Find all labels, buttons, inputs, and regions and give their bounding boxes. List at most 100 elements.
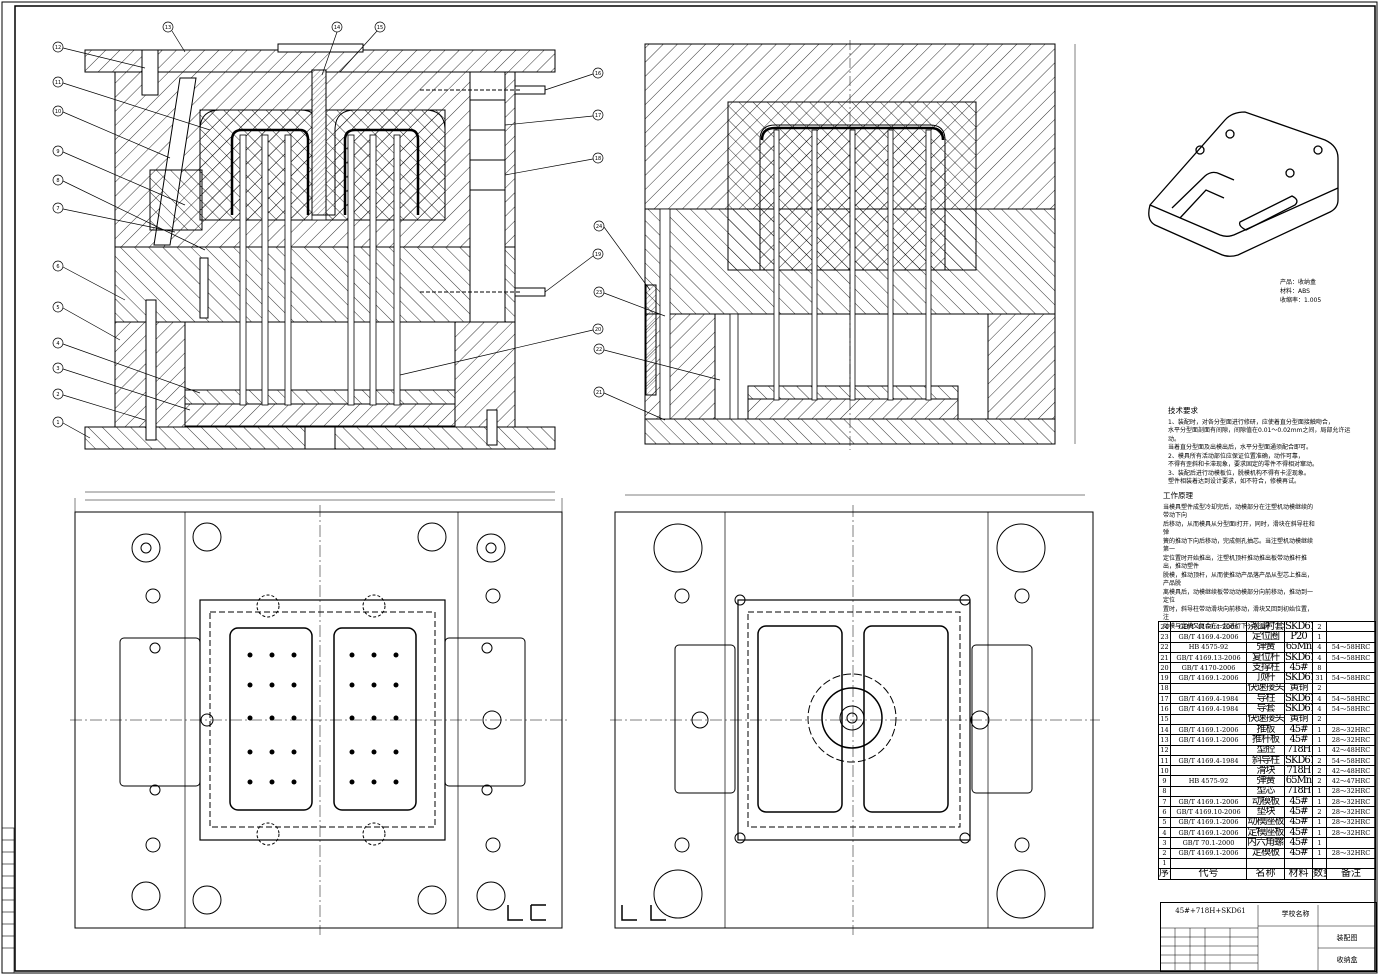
bom-row: 1 <box>1158 857 1376 870</box>
bom-material: SKD61 <box>1284 703 1313 715</box>
title-block-grid <box>1160 905 1375 970</box>
bom-code: GB/T 4170-2006 <box>1170 662 1247 674</box>
section-view-left <box>84 43 556 450</box>
balloon-4 <box>52 337 201 394</box>
balloon-number: 19 <box>595 252 601 258</box>
work-line: 当模具塑件成型冷却完后，动模部分在注塑机动模继续的带动下向 <box>1163 503 1314 520</box>
work-line: 后移动，从而模具从分型面Ⅰ打开，同时，滑块在斜导柱和弹 <box>1163 520 1315 537</box>
balloon-number: 5 <box>56 305 59 311</box>
bom-material: 45# <box>1284 847 1313 859</box>
bom-remark: 28～32HRC <box>1326 826 1376 839</box>
bom-qty: 1 <box>1312 826 1327 839</box>
bom-no: 9 <box>1158 775 1171 787</box>
balloon-23 <box>593 286 666 317</box>
bom-name: 浇口衬套 <box>1246 620 1285 633</box>
tech-line: 3、装配后进行动模板位，脱模机构不得有卡涩现象。 <box>1168 469 1310 477</box>
bom-no: 13 <box>1158 734 1171 746</box>
bom-remark: 28～32HRC <box>1326 734 1376 746</box>
bom-name: 推板 <box>1246 723 1285 736</box>
bom-remark: 54～58HRC <box>1326 703 1376 715</box>
bom-no: 22 <box>1158 641 1171 653</box>
bom-code: HB 4575-92 <box>1170 641 1247 653</box>
balloon-number: 8 <box>56 178 59 184</box>
bom-material: SKD61 <box>1284 672 1313 684</box>
tech-line: 不得有歪斜和卡滞现象，要求固定的零件不得相对窜动。 <box>1168 461 1319 468</box>
bom-code: GB/T 4169.13-2006 <box>1170 651 1247 664</box>
bom-no: 14 <box>1158 723 1171 736</box>
bom-remark: 28～32HRC <box>1326 785 1376 798</box>
bom-no: 12 <box>1158 744 1171 756</box>
bom-no: 10 <box>1158 765 1171 777</box>
bom-qty: 8 <box>1312 662 1327 674</box>
balloon-7 <box>52 202 176 233</box>
bom-qty: 31 <box>1312 672 1327 684</box>
bom-code <box>1170 765 1247 777</box>
bom-code: GB/T 4169.1-2006 <box>1170 672 1247 684</box>
bom-name: 垫块 <box>1246 806 1285 818</box>
balloon-number: 20 <box>595 327 601 333</box>
bom-remark <box>1326 631 1376 643</box>
product-info: 产品：收纳盒 材料：ABS 收缩率：1.005 <box>1280 278 1321 305</box>
bom-qty: 1 <box>1312 631 1327 643</box>
bom-remark: 54～58HRC <box>1326 651 1376 664</box>
balloon-11 <box>52 76 211 131</box>
balloon-14 <box>321 21 343 76</box>
bom-remark <box>1326 620 1376 633</box>
bom-name: 滑块 <box>1246 765 1285 777</box>
bom-no: 6 <box>1158 806 1171 818</box>
tech-heading: 技术要求 <box>1168 406 1198 415</box>
bom-remark: 54～58HRC <box>1326 672 1376 684</box>
bom-no: 4 <box>1158 826 1171 839</box>
bom-qty: 4 <box>1312 651 1327 664</box>
plan-view-right <box>610 494 1100 935</box>
balloon-6 <box>52 260 126 301</box>
tech-line: 水平分型面剖面有间隙，间隙值在0.01～0.02mm之间，局部允许运动。 <box>1168 427 1351 443</box>
bom-row: 3GB/T 70.1-2000内六角螺钉45#1 <box>1158 837 1376 849</box>
balloon-number: 7 <box>56 206 59 212</box>
bom-remark: 54～58HRC <box>1326 641 1376 653</box>
bom-name: 复位杆 <box>1246 651 1285 664</box>
balloon-number: 3 <box>56 366 59 372</box>
tech-line: 当着直分型面及出模出后，水平分型面通须配合即可。 <box>1168 444 1313 451</box>
work-line: 定位置时开始推出，注塑机顶杆推动推出板带动推杆推出，推动塑件 <box>1163 554 1308 571</box>
bom-code: GB/T 4169.1-2006 <box>1170 847 1247 859</box>
bom-header: 代号 <box>1170 868 1247 881</box>
bom-qty: 2 <box>1312 713 1327 725</box>
balloon-number: 18 <box>595 156 601 162</box>
bom-remark: 42～48HRC <box>1326 765 1376 777</box>
bom-material: 45# <box>1284 662 1313 674</box>
balloon-number: 23 <box>596 290 602 296</box>
bom-header: 数量 <box>1312 868 1327 881</box>
bom-code: GB/T 4169.4-2006 <box>1170 631 1247 643</box>
balloon-9 <box>52 145 186 206</box>
balloon-22 <box>593 343 721 381</box>
bom-no: 7 <box>1158 796 1171 808</box>
work-line: 簧的推动下向后移动，完成侧孔抽芯。当注塑机动模继续第一 <box>1163 537 1314 554</box>
product-shrinkage: 收缩率：1.005 <box>1280 297 1322 304</box>
tech-line: 1、装配时，对各分型面进行修研，应使着直分型面接触吻合， <box>1168 418 1334 426</box>
bom-name <box>1246 857 1285 870</box>
work-line: 脱模，推动顶杆，从而使推动产品落产品从型芯上推出，产品脱 <box>1163 571 1314 588</box>
bom-material: 黄铜 <box>1284 713 1313 725</box>
bom-name: 导柱 <box>1246 693 1285 705</box>
balloon-number: 21 <box>596 390 602 396</box>
bom-no: 8 <box>1158 785 1171 798</box>
bom-remark <box>1326 713 1376 725</box>
bom-code: GB/T 4169.1-2006 <box>1170 734 1247 746</box>
balloon-24 <box>593 220 651 291</box>
bom-name: 型腔 <box>1246 744 1285 756</box>
bom-remark: 28～32HRC <box>1326 796 1376 808</box>
bom-qty: 1 <box>1312 734 1327 746</box>
balloon-13 <box>162 21 186 53</box>
bom-material: 45# <box>1284 734 1313 746</box>
